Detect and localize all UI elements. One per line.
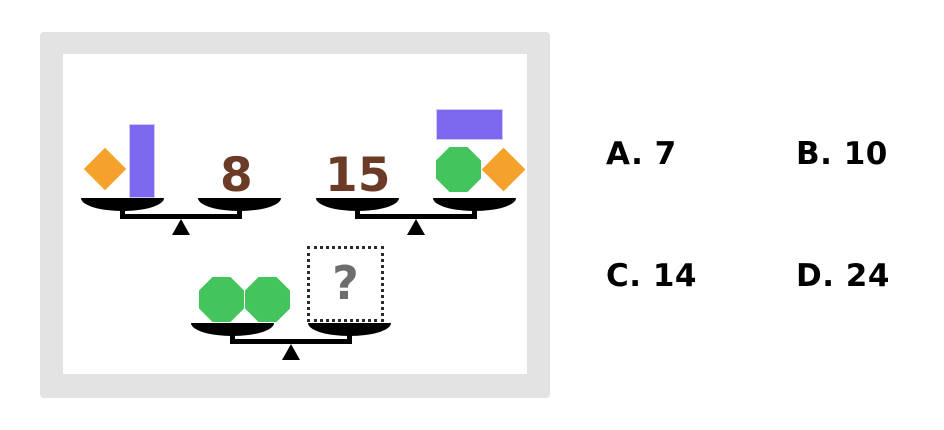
scale-1-beam xyxy=(120,214,242,219)
answer-option-b[interactable]: B. 10 xyxy=(796,136,888,172)
question-mark-icon: ? xyxy=(332,256,359,310)
orange-diamond-shape xyxy=(481,147,526,192)
scale-3-fulcrum xyxy=(282,344,300,360)
scale-2-right-riser xyxy=(472,200,477,219)
scale-1-left-riser xyxy=(120,200,125,219)
scale-2-beam xyxy=(355,214,477,219)
purple-bar-vertical-shape xyxy=(129,124,155,198)
balance-scale-2: 15 xyxy=(316,92,531,235)
puzzle-panel: 8 15 xyxy=(40,32,550,398)
scale-3-left-riser xyxy=(230,325,235,344)
answer-option-c[interactable]: C. 14 xyxy=(606,258,697,294)
scale-2-fulcrum xyxy=(407,219,425,235)
scale-3-beam xyxy=(230,339,352,344)
balance-scale-1: 8 xyxy=(81,102,291,235)
green-octagon-shape xyxy=(245,277,290,322)
scale-1-right-weight-label: 8 xyxy=(220,148,253,203)
scale-3-right-riser xyxy=(347,325,352,344)
answer-options: A. 7 B. 10 C. 14 D. 24 xyxy=(600,118,920,308)
scale-1-fulcrum xyxy=(172,219,190,235)
green-octagon-shape xyxy=(199,277,244,322)
puzzle-canvas: 8 15 xyxy=(63,54,527,374)
answer-option-d[interactable]: D. 24 xyxy=(796,258,890,294)
green-octagon-shape xyxy=(436,147,481,192)
scale-2-left-riser xyxy=(355,200,360,219)
orange-diamond-shape xyxy=(83,147,127,191)
balance-scale-3: ? xyxy=(191,244,411,369)
answer-option-a[interactable]: A. 7 xyxy=(606,136,677,172)
purple-bar-horizontal-shape xyxy=(436,109,503,140)
scale-2-left-weight-label: 15 xyxy=(325,148,391,203)
scale-1-right-riser xyxy=(237,200,242,219)
unknown-value-box[interactable]: ? xyxy=(307,246,384,322)
